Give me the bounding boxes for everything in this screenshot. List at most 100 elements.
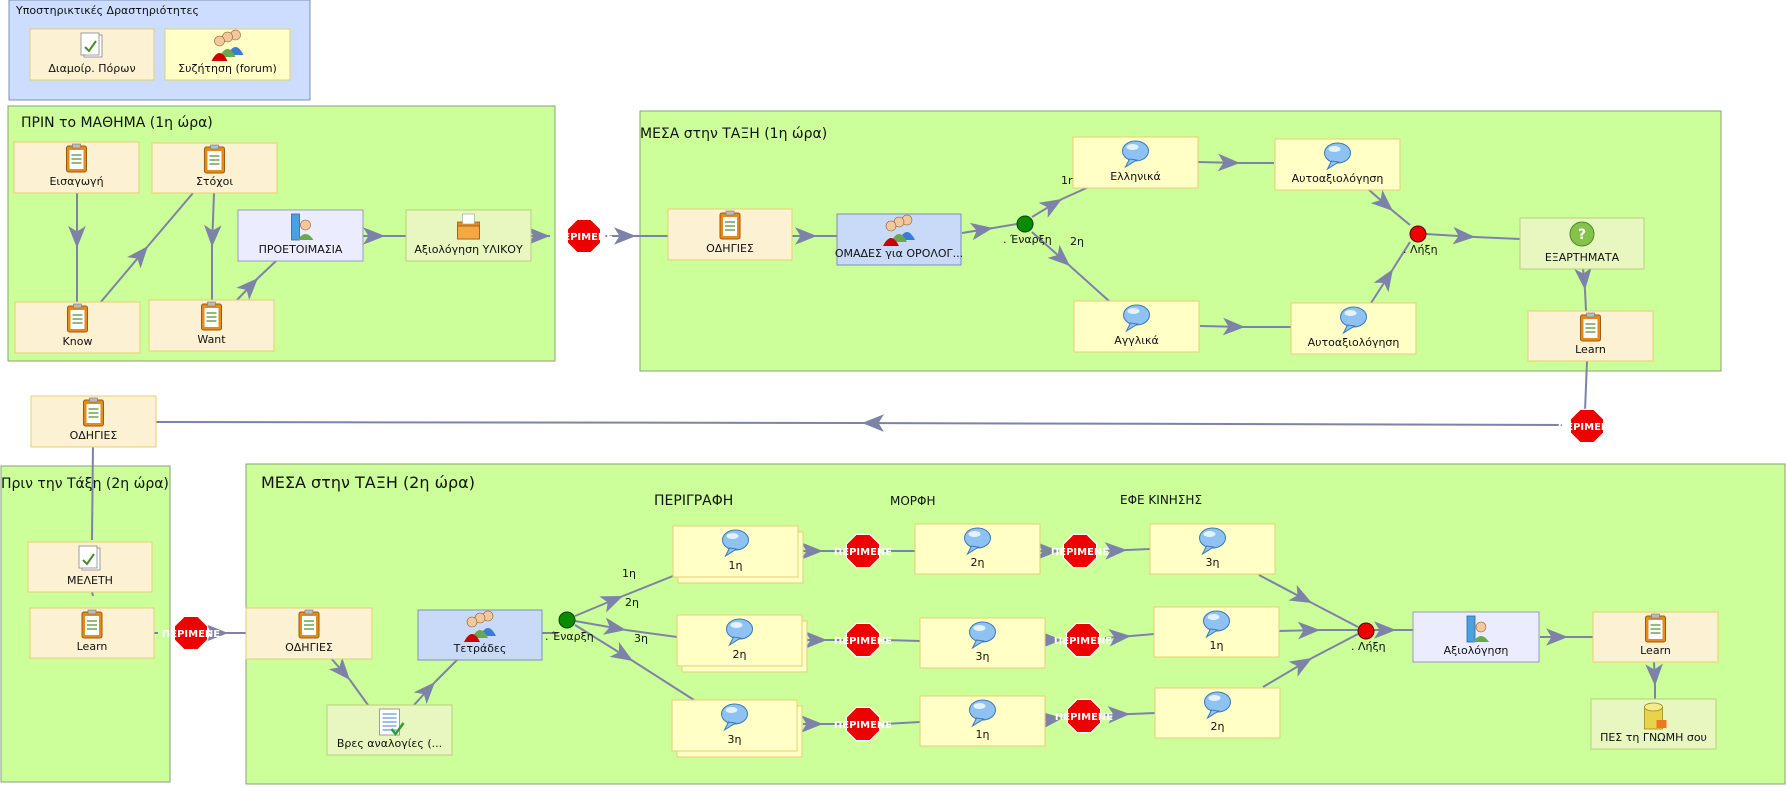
- activity-p2[interactable]: 2η: [676, 614, 808, 673]
- stop-sign[interactable]: ΠΕΡΙΜΕΝΕ: [834, 622, 892, 658]
- edge-label-1-b: 1η: [622, 567, 636, 580]
- end-gate-1[interactable]: . Λήξη: [1403, 225, 1438, 256]
- stop-sign[interactable]: ΠΕΡΙΜΕΝΕ: [1054, 622, 1112, 658]
- study-label: ΜΕΛΕΤΗ: [67, 574, 113, 587]
- study-icon: [78, 545, 101, 571]
- activity-instructions-3[interactable]: ΟΔΗΓΙΕΣ: [245, 607, 373, 660]
- instructions-2-label: ΟΔΗΓΙΕΣ: [70, 429, 118, 442]
- activity-preparation[interactable]: ΠΡΟΕΤΟΙΜΑΣΙΑ: [237, 209, 364, 262]
- group-before-lesson-title: ΠΡΙΝ το ΜΑΘΗΜΑ (1η ώρα): [21, 115, 213, 131]
- activity-e3[interactable]: 3η: [1149, 523, 1276, 575]
- activity-opinion[interactable]: ΠΕΣ τη ΓΝΩΜΗ σου: [1590, 698, 1717, 750]
- activity-want[interactable]: Want: [148, 299, 275, 352]
- stop-sign[interactable]: ΠΕΡΙΜΕΝΕ: [1558, 408, 1616, 444]
- activity-e1[interactable]: 1η: [1153, 606, 1280, 658]
- m2-label: 2η: [971, 556, 985, 569]
- activity-m3[interactable]: 3η: [919, 617, 1046, 669]
- goals-icon: [204, 144, 225, 174]
- group-before-class-2-title: Πριν την Τάξη (2η ώρα): [1, 476, 169, 492]
- activity-m2[interactable]: 2η: [914, 523, 1041, 575]
- activity-appendices[interactable]: ?ΕΞΑΡΤΗΜΑΤΑ: [1519, 217, 1645, 270]
- activity-analogies[interactable]: Βρες αναλογίες (...: [326, 704, 453, 756]
- activity-forum[interactable]: Συζήτηση (forum): [164, 28, 291, 81]
- preparation-icon: [291, 213, 314, 241]
- activity-learn-2[interactable]: Learn: [29, 607, 155, 659]
- start-gate-1-label: . Έναρξη: [1003, 233, 1052, 246]
- activity-p1[interactable]: 1η: [672, 525, 804, 584]
- stop-sign[interactable]: ΠΕΡΙΜΕΝΕ: [555, 218, 613, 254]
- stop-sign[interactable]: ΠΕΡΙΜΕΝΕ: [1055, 698, 1113, 734]
- activity-self-eval-1[interactable]: Αυτοαξιολόγηση: [1274, 138, 1401, 191]
- group-support-title: Υποστηρικτικές Δραστηριότητες: [15, 4, 199, 17]
- instructions-3-icon: [298, 609, 320, 639]
- instructions-1-label: ΟΔΗΓΙΕΣ: [706, 242, 754, 255]
- start-gate-2[interactable]: . Έναρξη: [545, 611, 594, 643]
- appendices-icon: ?: [1569, 221, 1595, 247]
- stop-sign[interactable]: ΠΕΡΙΜΕΝΕ: [162, 615, 220, 651]
- instructions-3-label: ΟΔΗΓΙΕΣ: [285, 641, 333, 654]
- end-gate-2-label: . Λήξη: [1351, 640, 1386, 653]
- stop-sign-label: ΠΕΡΙΜΕΝΕ: [834, 547, 892, 558]
- activity-english[interactable]: Αγγλικά: [1073, 300, 1200, 353]
- stop-sign-label: ΠΕΡΙΜΕΝΕ: [834, 720, 892, 731]
- activity-self-eval-2[interactable]: Αυτοαξιολόγηση: [1290, 302, 1417, 355]
- edge-label-3-b: 3η: [634, 632, 648, 645]
- start-gate-1[interactable]: . Έναρξη: [1003, 215, 1052, 246]
- start-gate-2-label: . Έναρξη: [545, 630, 594, 643]
- e3-label: 3η: [1206, 556, 1220, 569]
- activity-instructions-2[interactable]: ΟΔΗΓΙΕΣ: [30, 395, 157, 448]
- material-eval-icon: [457, 213, 480, 240]
- self-eval-1-icon: [1324, 142, 1351, 171]
- opinion-label: ΠΕΣ τη ΓΝΩΜΗ σου: [1600, 731, 1707, 744]
- activity-p3[interactable]: 3η: [671, 699, 803, 758]
- greek-label: Ελληνικά: [1110, 170, 1161, 183]
- activity-learn-1[interactable]: Learn: [1527, 310, 1654, 362]
- resource-share-label: Διαμοίρ. Πόρων: [48, 62, 135, 75]
- activity-material-eval[interactable]: Αξιολόγηση ΥΛΙΚΟΥ: [405, 209, 532, 262]
- stop-sign-label: ΠΕΡΙΜΕΝΕ: [162, 629, 220, 640]
- section-form: ΜΟΡΦΗ: [890, 494, 936, 508]
- e2-icon: [1204, 691, 1231, 720]
- quads-label: Τετράδες: [453, 642, 507, 655]
- svg-text:?: ?: [1578, 227, 1586, 243]
- stop-sign-label: ΠΕΡΙΜΕΝΕ: [1051, 547, 1109, 558]
- instructions-1-icon: [719, 210, 741, 240]
- analogies-icon: [379, 708, 405, 737]
- material-eval-label: Αξιολόγηση ΥΛΙΚΟΥ: [414, 243, 523, 256]
- evaluation-label: Αξιολόγηση: [1444, 644, 1509, 657]
- activity-quads[interactable]: Τετράδες: [417, 609, 543, 661]
- e3-icon: [1199, 527, 1226, 556]
- activity-learn-3[interactable]: Learn: [1592, 611, 1719, 663]
- stop-sign[interactable]: ΠΕΡΙΜΕΝΕ: [834, 706, 892, 742]
- activity-instructions-1[interactable]: ΟΔΗΓΙΕΣ: [667, 208, 793, 261]
- english-label: Αγγλικά: [1114, 334, 1159, 347]
- activity-resource-share[interactable]: Διαμοίρ. Πόρων: [29, 28, 155, 81]
- groups-terms-label: ΟΜΑΔΕΣ για ΟΡΟΛΟΓ...: [835, 247, 963, 260]
- stop-sign[interactable]: ΠΕΡΙΜΕΝΕ: [1051, 533, 1109, 569]
- greek-icon: [1122, 140, 1149, 169]
- forum-icon: [211, 29, 244, 61]
- learn-1-label: Learn: [1575, 343, 1606, 356]
- end-gate-2[interactable]: . Λήξη: [1351, 622, 1386, 653]
- groups-terms-icon: [883, 214, 915, 246]
- self-eval-2-icon: [1340, 306, 1367, 335]
- activity-evaluation[interactable]: Αξιολόγηση: [1412, 611, 1540, 663]
- activity-know[interactable]: Know: [14, 301, 141, 354]
- evaluation-icon: [1466, 615, 1489, 643]
- p1-label: 1η: [729, 559, 743, 572]
- stop-sign[interactable]: ΠΕΡΙΜΕΝΕ: [834, 533, 892, 569]
- section-motion: ΕΦΕ ΚΙΝΗΣΗΣ: [1120, 493, 1202, 507]
- group-in-class-1-title: ΜΕΣΑ στην ΤΑΞΗ (1η ώρα): [640, 126, 827, 142]
- activity-m1[interactable]: 1η: [919, 695, 1046, 747]
- stop-sign-label: ΠΕΡΙΜΕΝΕ: [1558, 422, 1616, 433]
- end-gate-1-label: . Λήξη: [1403, 243, 1438, 256]
- activity-study[interactable]: ΜΕΛΕΤΗ: [27, 541, 153, 593]
- activity-greek[interactable]: Ελληνικά: [1072, 136, 1199, 189]
- activity-goals[interactable]: Στόχοι: [151, 142, 278, 194]
- resource-share-icon: [80, 32, 103, 58]
- activity-groups-terms[interactable]: ΟΜΑΔΕΣ για ΟΡΟΛΟΓ...: [835, 213, 963, 266]
- section-description: ΠΕΡΙΓΡΑΦΗ: [654, 493, 733, 509]
- activity-intro[interactable]: Εισαγωγή: [13, 141, 140, 194]
- learn-3-label: Learn: [1640, 644, 1671, 657]
- activity-e2[interactable]: 2η: [1154, 687, 1281, 739]
